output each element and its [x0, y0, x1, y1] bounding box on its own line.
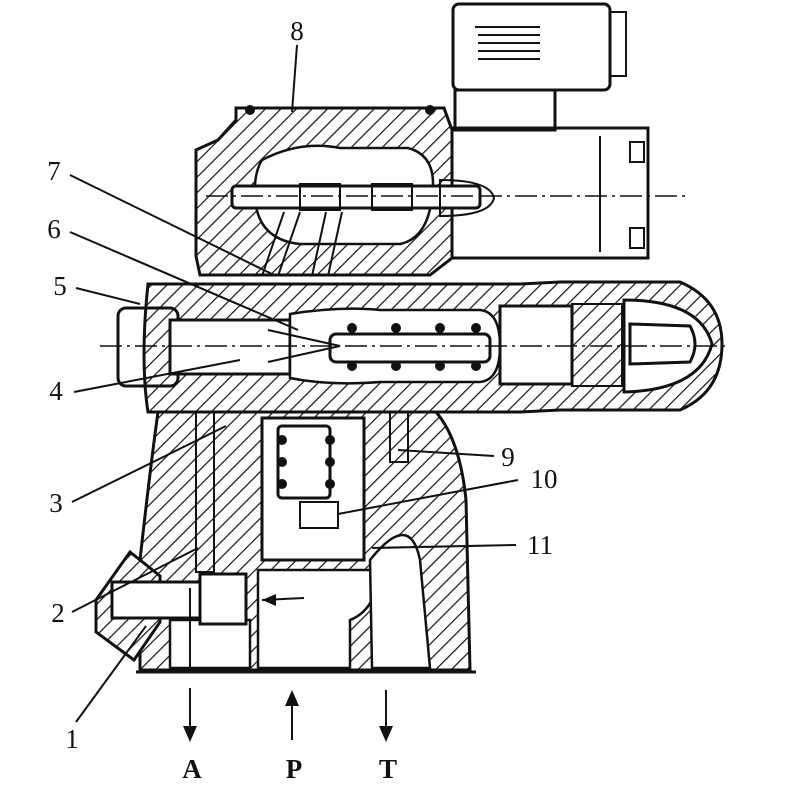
- pilot-valve-body: [194, 105, 496, 277]
- solenoid-coil: [446, 126, 688, 260]
- port-a-arrow-icon: [183, 726, 197, 742]
- callout-9: 9: [501, 442, 515, 472]
- callout-11: 11: [527, 530, 553, 560]
- leader-11: [371, 544, 517, 549]
- leader-8: [291, 44, 298, 113]
- port-p-arrow-icon: [285, 690, 299, 706]
- leader-1: [75, 625, 147, 723]
- side-plug: [94, 549, 248, 663]
- callout-labels: 8 7 6 5 4 3 2 1 9 10 11: [47, 16, 557, 754]
- callout-5: 5: [53, 271, 67, 301]
- leader-3: [71, 425, 227, 503]
- callout-4: 4: [49, 376, 63, 406]
- leader-2: [71, 547, 199, 613]
- leader-9: [397, 449, 495, 457]
- leader-lines: [69, 44, 519, 723]
- spool-springs: [347, 323, 481, 371]
- leader-5: [75, 287, 141, 305]
- callout-3: 3: [49, 488, 63, 518]
- check-spring: [277, 435, 335, 489]
- leader-7: [69, 174, 277, 277]
- callout-2: 2: [51, 598, 65, 628]
- callout-10: 10: [531, 464, 558, 494]
- leader-6: [69, 231, 299, 331]
- solenoid-connector: [451, 2, 627, 132]
- leader-10: [337, 479, 519, 515]
- callout-6: 6: [47, 214, 61, 244]
- port-t-label: T: [379, 754, 397, 784]
- port-p-label: P: [286, 754, 303, 784]
- port-t-arrow-icon: [379, 726, 393, 742]
- main-valve-body: [100, 280, 728, 414]
- callout-8: 8: [290, 16, 304, 46]
- port-a-label: A: [182, 754, 202, 784]
- leader-4: [73, 359, 241, 393]
- port-arrows: [183, 688, 393, 742]
- callout-7: 7: [47, 156, 61, 186]
- port-labels: A P T: [182, 754, 397, 784]
- callout-1: 1: [65, 724, 79, 754]
- base-plate: [136, 588, 476, 674]
